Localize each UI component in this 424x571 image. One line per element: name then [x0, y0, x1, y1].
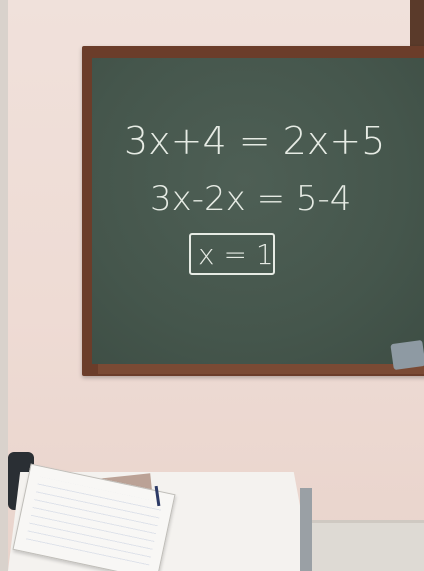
floor-baseboard: [290, 520, 424, 571]
notebook-lines: [25, 476, 163, 568]
chalk-tray: [98, 364, 424, 374]
equation-line-3: x = 1: [198, 238, 274, 271]
chalk-equations: 3x+4 = 2x+5 3x-2x = 5-4 x = 1: [124, 119, 385, 275]
chalk-writing: 3x+4 = 2x+5 3x-2x = 5-4 x = 1: [92, 58, 424, 364]
wall-edge: [0, 0, 8, 571]
answer-box: [189, 233, 275, 275]
chalkboard: [92, 58, 424, 364]
equation-line-2: 3x-2x = 5-4: [150, 179, 351, 219]
door-frame: [410, 0, 424, 48]
desk-leg: [300, 488, 312, 571]
equation-line-1: 3x+4 = 2x+5: [124, 119, 385, 163]
